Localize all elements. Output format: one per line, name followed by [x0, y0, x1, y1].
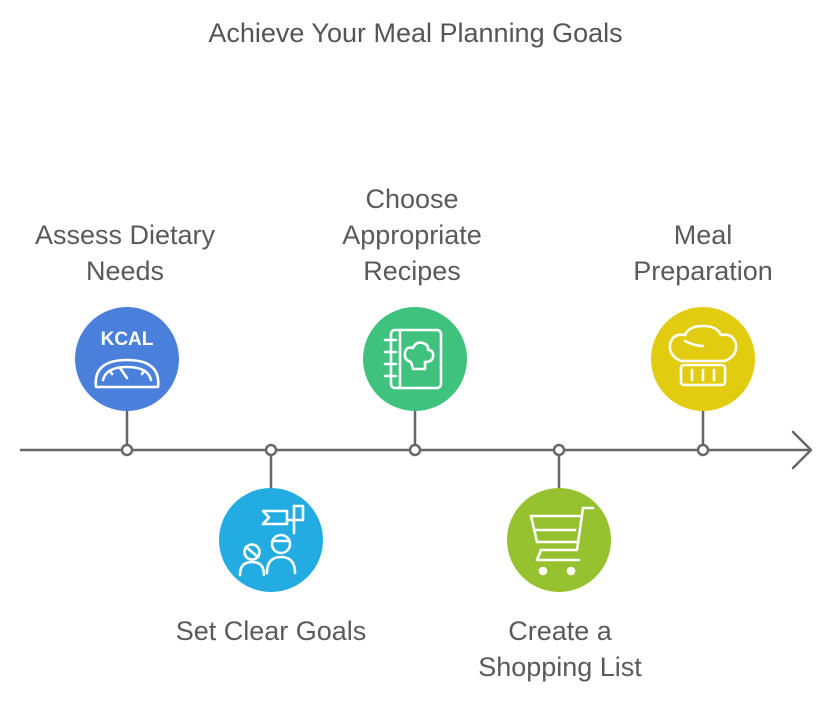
- step-label-preparation: Meal Preparation: [583, 217, 823, 289]
- step-label-line: Set Clear Goals: [175, 616, 367, 646]
- step-label-line: Appropriate: [342, 220, 482, 250]
- step-label-line: Create a: [508, 616, 612, 646]
- step-circle-bg: [651, 307, 755, 411]
- step-circle-bg: [363, 307, 467, 411]
- step-label-goals: Set Clear Goals: [151, 613, 391, 649]
- step-circle-recipes: [363, 307, 467, 411]
- step-label-shopping: Create a Shopping List: [440, 613, 680, 685]
- step-circle-preparation: [651, 307, 755, 411]
- step-label-line: Meal: [673, 220, 733, 250]
- step-circle-bg: [507, 488, 611, 592]
- step-label-line: Recipes: [363, 256, 461, 286]
- timeline-dot: [264, 443, 278, 457]
- kcal-text: KCAL: [101, 329, 154, 350]
- timeline-dot: [120, 443, 134, 457]
- scale-kcal-icon: KCAL: [94, 329, 160, 389]
- timeline-arrowhead: [791, 430, 813, 470]
- goal-flag-people-icon: [238, 504, 305, 577]
- step-label-assess: Assess Dietary Needs: [5, 217, 245, 289]
- diagram-title: Achieve Your Meal Planning Goals: [208, 18, 623, 48]
- step-label-recipes: Choose Appropriate Recipes: [292, 181, 532, 289]
- step-circle-goals: [219, 488, 323, 592]
- timeline-dot: [408, 443, 422, 457]
- step-circle-bg: [219, 488, 323, 592]
- step-label-line: Preparation: [633, 256, 773, 286]
- step-label-line: Needs: [85, 256, 165, 286]
- shopping-cart-icon: [529, 506, 595, 576]
- timeline-dot: [552, 443, 566, 457]
- step-label-line: Assess Dietary: [34, 220, 216, 250]
- step-label-line: Shopping List: [478, 652, 642, 682]
- timeline-dot: [696, 443, 710, 457]
- recipe-book-icon: [383, 328, 443, 390]
- chef-hat-icon: [668, 324, 738, 387]
- step-label-line: Choose: [365, 184, 459, 214]
- step-circle-shopping: [507, 488, 611, 592]
- step-circle-assess: KCAL: [75, 307, 179, 411]
